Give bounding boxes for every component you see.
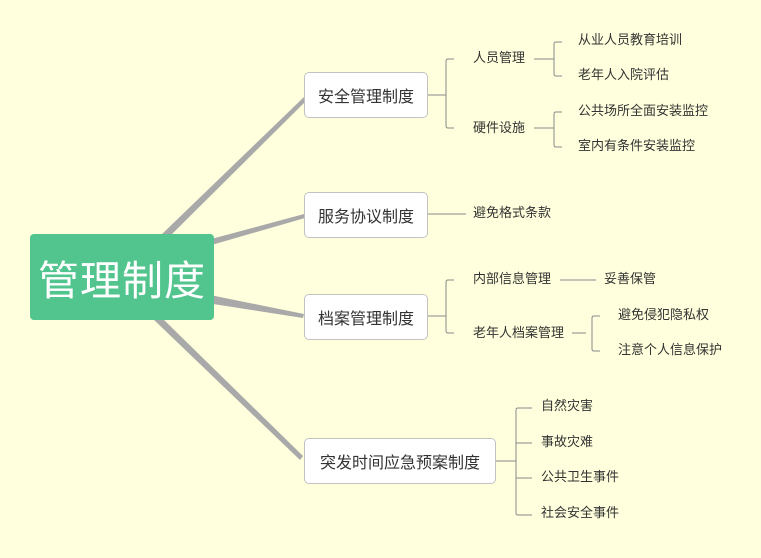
leaf-topic[interactable]: 从业人员教育培训 xyxy=(578,33,683,48)
root-topic[interactable]: 管理制度 xyxy=(30,234,214,320)
subtopic[interactable]: 硬件设施 xyxy=(473,121,526,136)
leaf-topic[interactable]: 老年人入院评估 xyxy=(578,68,670,83)
subtopic[interactable]: 内部信息管理 xyxy=(473,272,552,287)
subtopic[interactable]: 避免格式条款 xyxy=(473,206,552,221)
subtopic[interactable]: 事故灾难 xyxy=(541,435,594,450)
bracket-b1 xyxy=(445,58,454,129)
subtopic[interactable]: 公共卫生事件 xyxy=(541,470,620,485)
connector-root-branch-2 xyxy=(200,214,305,246)
connector-root-branch-3 xyxy=(200,294,304,318)
bracket-b1-c2 xyxy=(553,111,562,148)
bracket-b4 xyxy=(515,407,532,516)
bracket-b3 xyxy=(445,279,454,334)
connector-root-branch-4 xyxy=(152,318,303,460)
leaf-topic[interactable]: 公共场所全面安装监控 xyxy=(578,104,709,119)
subtopic[interactable]: 人员管理 xyxy=(473,51,526,66)
subtopic[interactable]: 老年人档案管理 xyxy=(473,326,565,341)
leaf-topic[interactable]: 室内有条件安装监控 xyxy=(578,139,696,154)
leaf-topic[interactable]: 妥善保管 xyxy=(604,272,657,287)
subtopic[interactable]: 自然灾害 xyxy=(541,399,594,414)
connector-root-branch-1 xyxy=(160,97,306,236)
subtopic[interactable]: 社会安全事件 xyxy=(541,506,620,521)
bracket-b3-c2 xyxy=(591,315,600,352)
branch-topic[interactable]: 突发时间应急预案制度 xyxy=(304,438,496,484)
bracket-b1-c1 xyxy=(553,41,562,77)
branch-topic[interactable]: 档案管理制度 xyxy=(304,294,428,340)
leaf-topic[interactable]: 避免侵犯隐私权 xyxy=(618,308,710,323)
branch-topic[interactable]: 安全管理制度 xyxy=(304,72,428,118)
branch-topic[interactable]: 服务协议制度 xyxy=(304,192,428,238)
leaf-topic[interactable]: 注意个人信息保护 xyxy=(618,343,723,358)
